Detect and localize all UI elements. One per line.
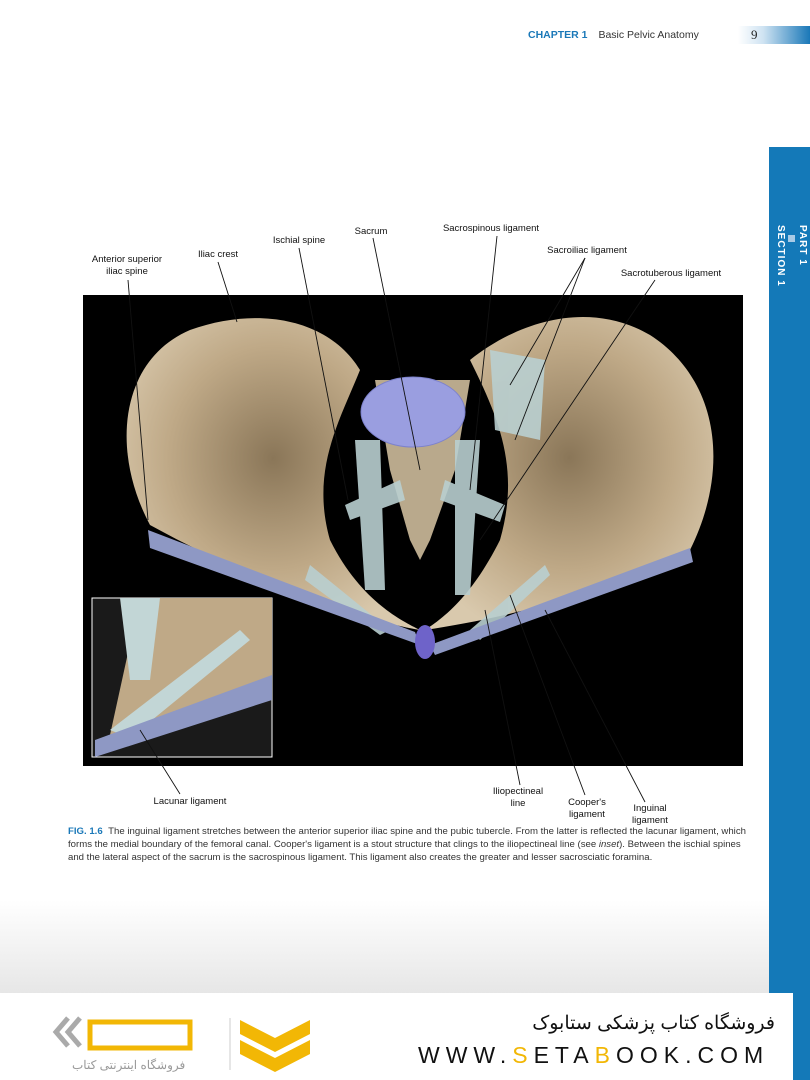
inguinal-ligament-right [430, 548, 693, 655]
label-lacunar: Lacunar ligament [154, 796, 227, 807]
page-number-box: 9 [738, 26, 810, 44]
pelvis-figure: Anterior superior iliac spine Iliac cres… [83, 223, 743, 826]
watermark-footer [0, 993, 810, 1080]
label-iliopectineal-line2: line [511, 798, 526, 809]
running-header: CHAPTER 1 Basic Pelvic Anatomy [528, 29, 699, 41]
url-part: WWW. [418, 1042, 513, 1068]
left-ilium [126, 318, 420, 630]
logo-shield-icon [240, 1020, 310, 1072]
caption-text-1: The inguinal ligament stretches between … [68, 826, 746, 850]
chapter-title: Basic Pelvic Anatomy [598, 29, 699, 41]
sacral-disc [360, 376, 466, 448]
url-part: B [594, 1042, 616, 1068]
label-coopers-line2: ligament [569, 809, 605, 820]
label-iliopectineal-line1: Iliopectineal [493, 786, 543, 797]
label-ischial-spine: Ischial spine [273, 235, 325, 246]
logo-subtitle: فروشگاه اینترنتی کتاب [72, 1058, 186, 1072]
label-inguinal-line1: Inguinal [633, 803, 666, 814]
url-part: ETA [533, 1042, 595, 1068]
caption-text-italic: inset [598, 839, 620, 850]
label-sacrospinous: Sacrospinous ligament [443, 223, 539, 234]
side-tab-text: PART 1 SECTION 1 [775, 225, 808, 287]
inguinal-ligament-left [148, 530, 420, 645]
url-part: S [512, 1042, 534, 1068]
store-name: فروشگاه کتاب پزشکی ستابوک [532, 1013, 775, 1034]
label-asis-line1: Anterior superior [92, 254, 162, 265]
logo-chevrons-icon [52, 1016, 82, 1048]
side-tab [769, 147, 810, 1007]
logo-wordmark-icon [87, 1019, 193, 1051]
page-number: 9 [751, 27, 758, 42]
label-sacroiliac: Sacroiliac ligament [547, 245, 627, 256]
store-url[interactable]: WWW.SETABOOK.COM [418, 1042, 769, 1069]
url-part: OOK.COM [615, 1042, 770, 1068]
setabook-logo [52, 1016, 310, 1072]
part-label: PART 1 [797, 225, 808, 266]
label-inguinal-line2: ligament [632, 815, 668, 826]
pubic-symphysis [415, 625, 435, 659]
inset-image [91, 597, 273, 758]
label-sacrotuberous: Sacrotuberous ligament [621, 268, 722, 279]
label-iliac-crest: Iliac crest [198, 249, 238, 260]
label-asis-line2: iliac spine [106, 266, 148, 277]
page-bottom-fade [0, 900, 769, 995]
footer-stripe [793, 993, 810, 1080]
square-separator-icon [787, 235, 795, 242]
chapter-number: CHAPTER 1 [528, 29, 588, 41]
label-sacrum: Sacrum [355, 226, 388, 237]
figure-number: FIG. 1.6 [68, 826, 103, 837]
section-label: SECTION 1 [775, 225, 786, 287]
label-coopers-line1: Cooper's [568, 797, 606, 808]
leader-lines [127, 235, 656, 803]
figure-caption: FIG. 1.6 The inguinal ligament stretches… [68, 825, 758, 864]
caption-text-2: ). Between the ischial spines and the la… [68, 839, 741, 863]
